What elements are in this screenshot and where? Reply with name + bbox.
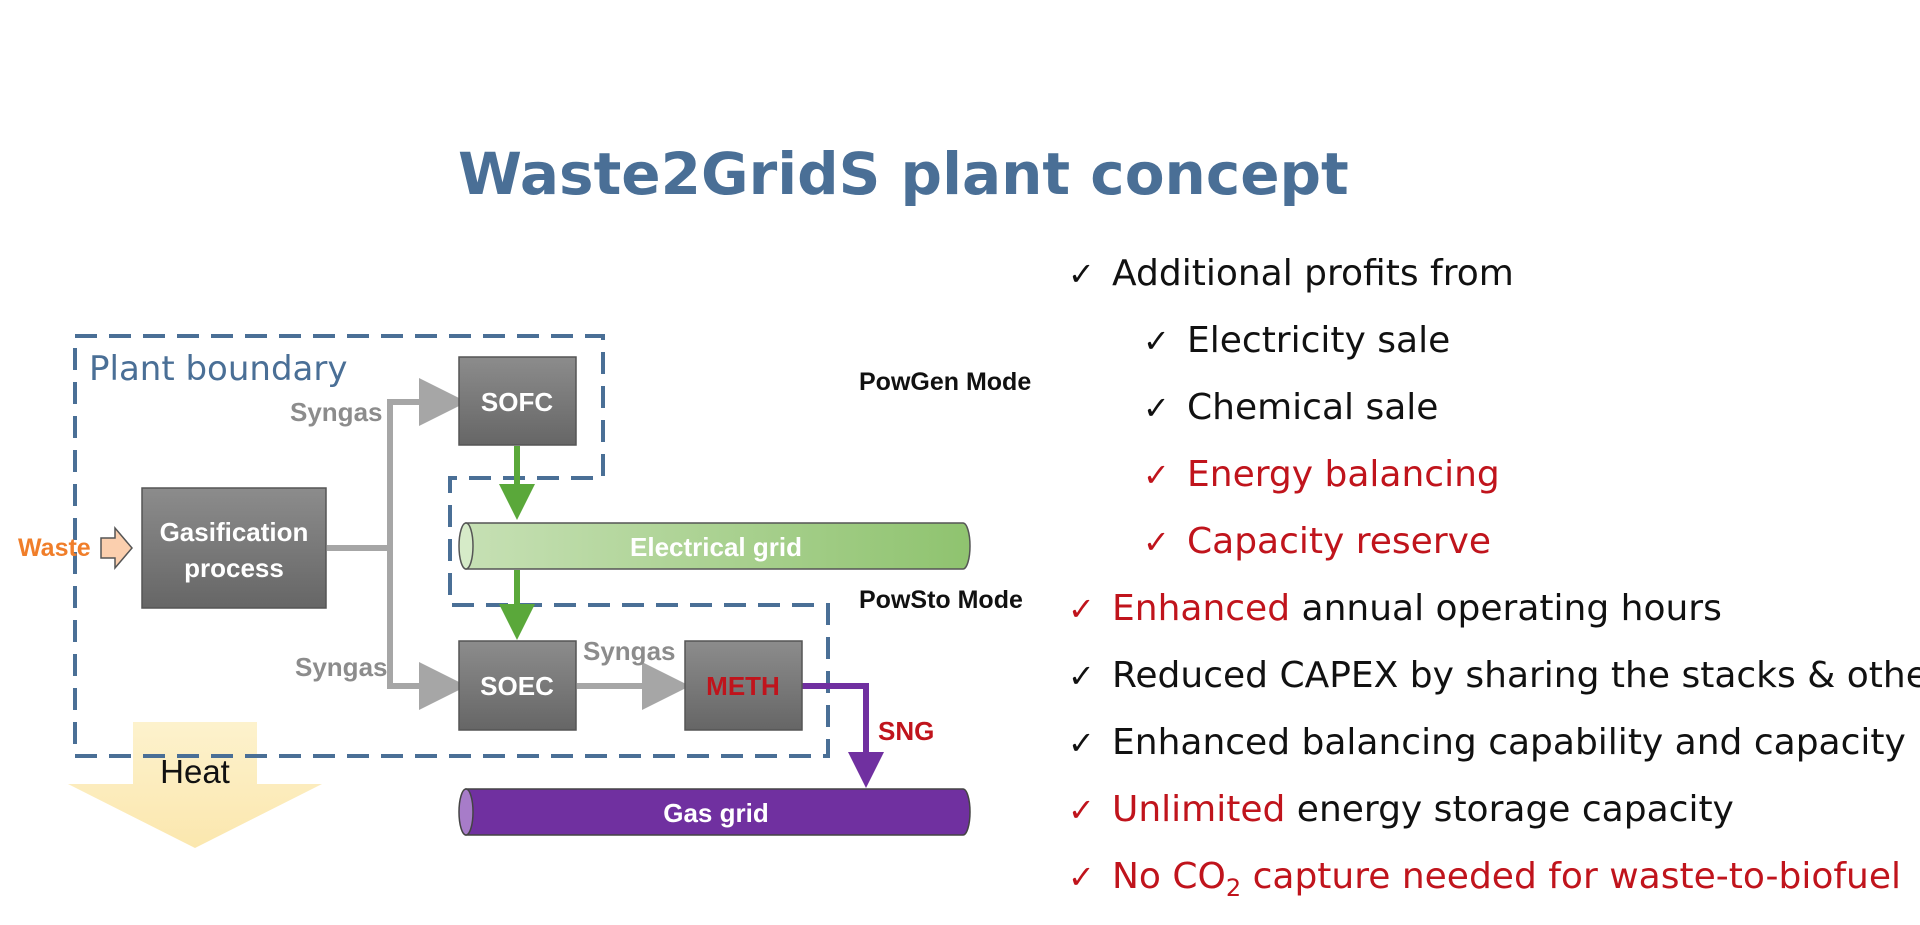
list-item-text: Enhanced balancing capability and capaci… xyxy=(1112,722,1906,763)
soec-box: SOEC xyxy=(458,640,577,731)
check-icon: ✓ xyxy=(1143,523,1170,561)
list-item-text: energy storage capacity xyxy=(1285,789,1734,830)
syngas-connectors xyxy=(327,378,690,710)
gasification-box: Gasification process xyxy=(141,487,327,609)
check-icon: ✓ xyxy=(1068,858,1095,896)
co2-subscript: 2 xyxy=(1225,874,1242,902)
list-item: ✓ Electricity sale xyxy=(1143,319,1450,363)
list-item-text: capture needed for waste-to-biofuel xyxy=(1241,856,1902,897)
gasification-label-line1: Gasification xyxy=(160,517,309,547)
meth-box: METH xyxy=(684,640,803,731)
syngas-mid-label: Syngas xyxy=(583,636,676,666)
gas-grid-label: Gas grid xyxy=(663,798,768,828)
sofc-label: SOFC xyxy=(481,387,553,417)
list-item: ✓ Enhanced annual operating hours xyxy=(1068,587,1722,631)
syngas-top-label: Syngas xyxy=(290,397,383,427)
list-item: ✓ No CO2 capture needed for waste-to-biof… xyxy=(1068,855,1902,902)
list-item-text: Energy balancing xyxy=(1187,454,1500,495)
heat-arrow: Heat xyxy=(68,722,322,848)
check-icon: ✓ xyxy=(1068,724,1095,762)
sng-label: SNG xyxy=(878,716,934,746)
meth-label: METH xyxy=(706,671,780,701)
list-item-text: Reduced CAPEX by sharing the stacks & ot… xyxy=(1112,655,1920,696)
check-icon: ✓ xyxy=(1143,389,1170,427)
list-item-text: No CO xyxy=(1112,856,1226,897)
waste-arrow xyxy=(100,525,133,571)
check-icon: ✓ xyxy=(1068,657,1095,695)
list-item: ✓ Reduced CAPEX by sharing the stacks & o… xyxy=(1068,654,1920,698)
list-item-text: Additional profits from xyxy=(1112,253,1514,294)
slide-title: Waste2GridS plant concept xyxy=(458,140,1349,208)
list-item-highlight: Unlimited xyxy=(1112,789,1286,830)
list-item: ✓ Energy balancing xyxy=(1143,453,1500,497)
list-item-highlight: Enhanced xyxy=(1112,588,1291,629)
check-icon: ✓ xyxy=(1068,590,1095,628)
list-item: ✓ Chemical sale xyxy=(1143,386,1438,430)
powgen-mode-label: PowGen Mode xyxy=(859,368,1031,396)
check-icon: ✓ xyxy=(1068,255,1095,293)
powsto-mode-label: PowSto Mode xyxy=(859,586,1023,614)
check-icon: ✓ xyxy=(1068,791,1095,829)
list-item: ✓ Capacity reserve xyxy=(1143,520,1491,564)
syngas-bottom-label: Syngas xyxy=(295,652,388,682)
list-item-text: annual operating hours xyxy=(1290,588,1722,629)
list-item-text: Chemical sale xyxy=(1187,387,1439,428)
plant-boundary-outline xyxy=(73,334,830,758)
list-item: ✓ Enhanced balancing capability and capac… xyxy=(1068,721,1906,765)
meth-to-gas-grid-arrow xyxy=(802,683,884,788)
list-item: ✓ Additional profits from xyxy=(1068,252,1514,296)
plant-concept-diagram: Heat Plant boundary PowGen Mode PowSto M… xyxy=(18,334,1031,848)
gasification-label-line2: process xyxy=(184,553,284,583)
gas-grid-pipe: Gas grid xyxy=(458,788,971,836)
sofc-box: SOFC xyxy=(458,356,577,446)
list-item-text: Electricity sale xyxy=(1187,320,1451,361)
soec-label: SOEC xyxy=(480,671,554,701)
electrical-grid-label: Electrical grid xyxy=(630,532,802,562)
check-icon: ✓ xyxy=(1143,322,1170,360)
list-item: ✓ Unlimited energy storage capacity xyxy=(1068,788,1734,832)
electrical-grid-pipe: Electrical grid xyxy=(458,522,971,570)
list-item-text: Capacity reserve xyxy=(1187,521,1492,562)
heat-label: Heat xyxy=(160,753,230,790)
check-icon: ✓ xyxy=(1143,456,1170,494)
plant-boundary-label: Plant boundary xyxy=(89,349,347,389)
waste-label: Waste xyxy=(18,534,91,562)
